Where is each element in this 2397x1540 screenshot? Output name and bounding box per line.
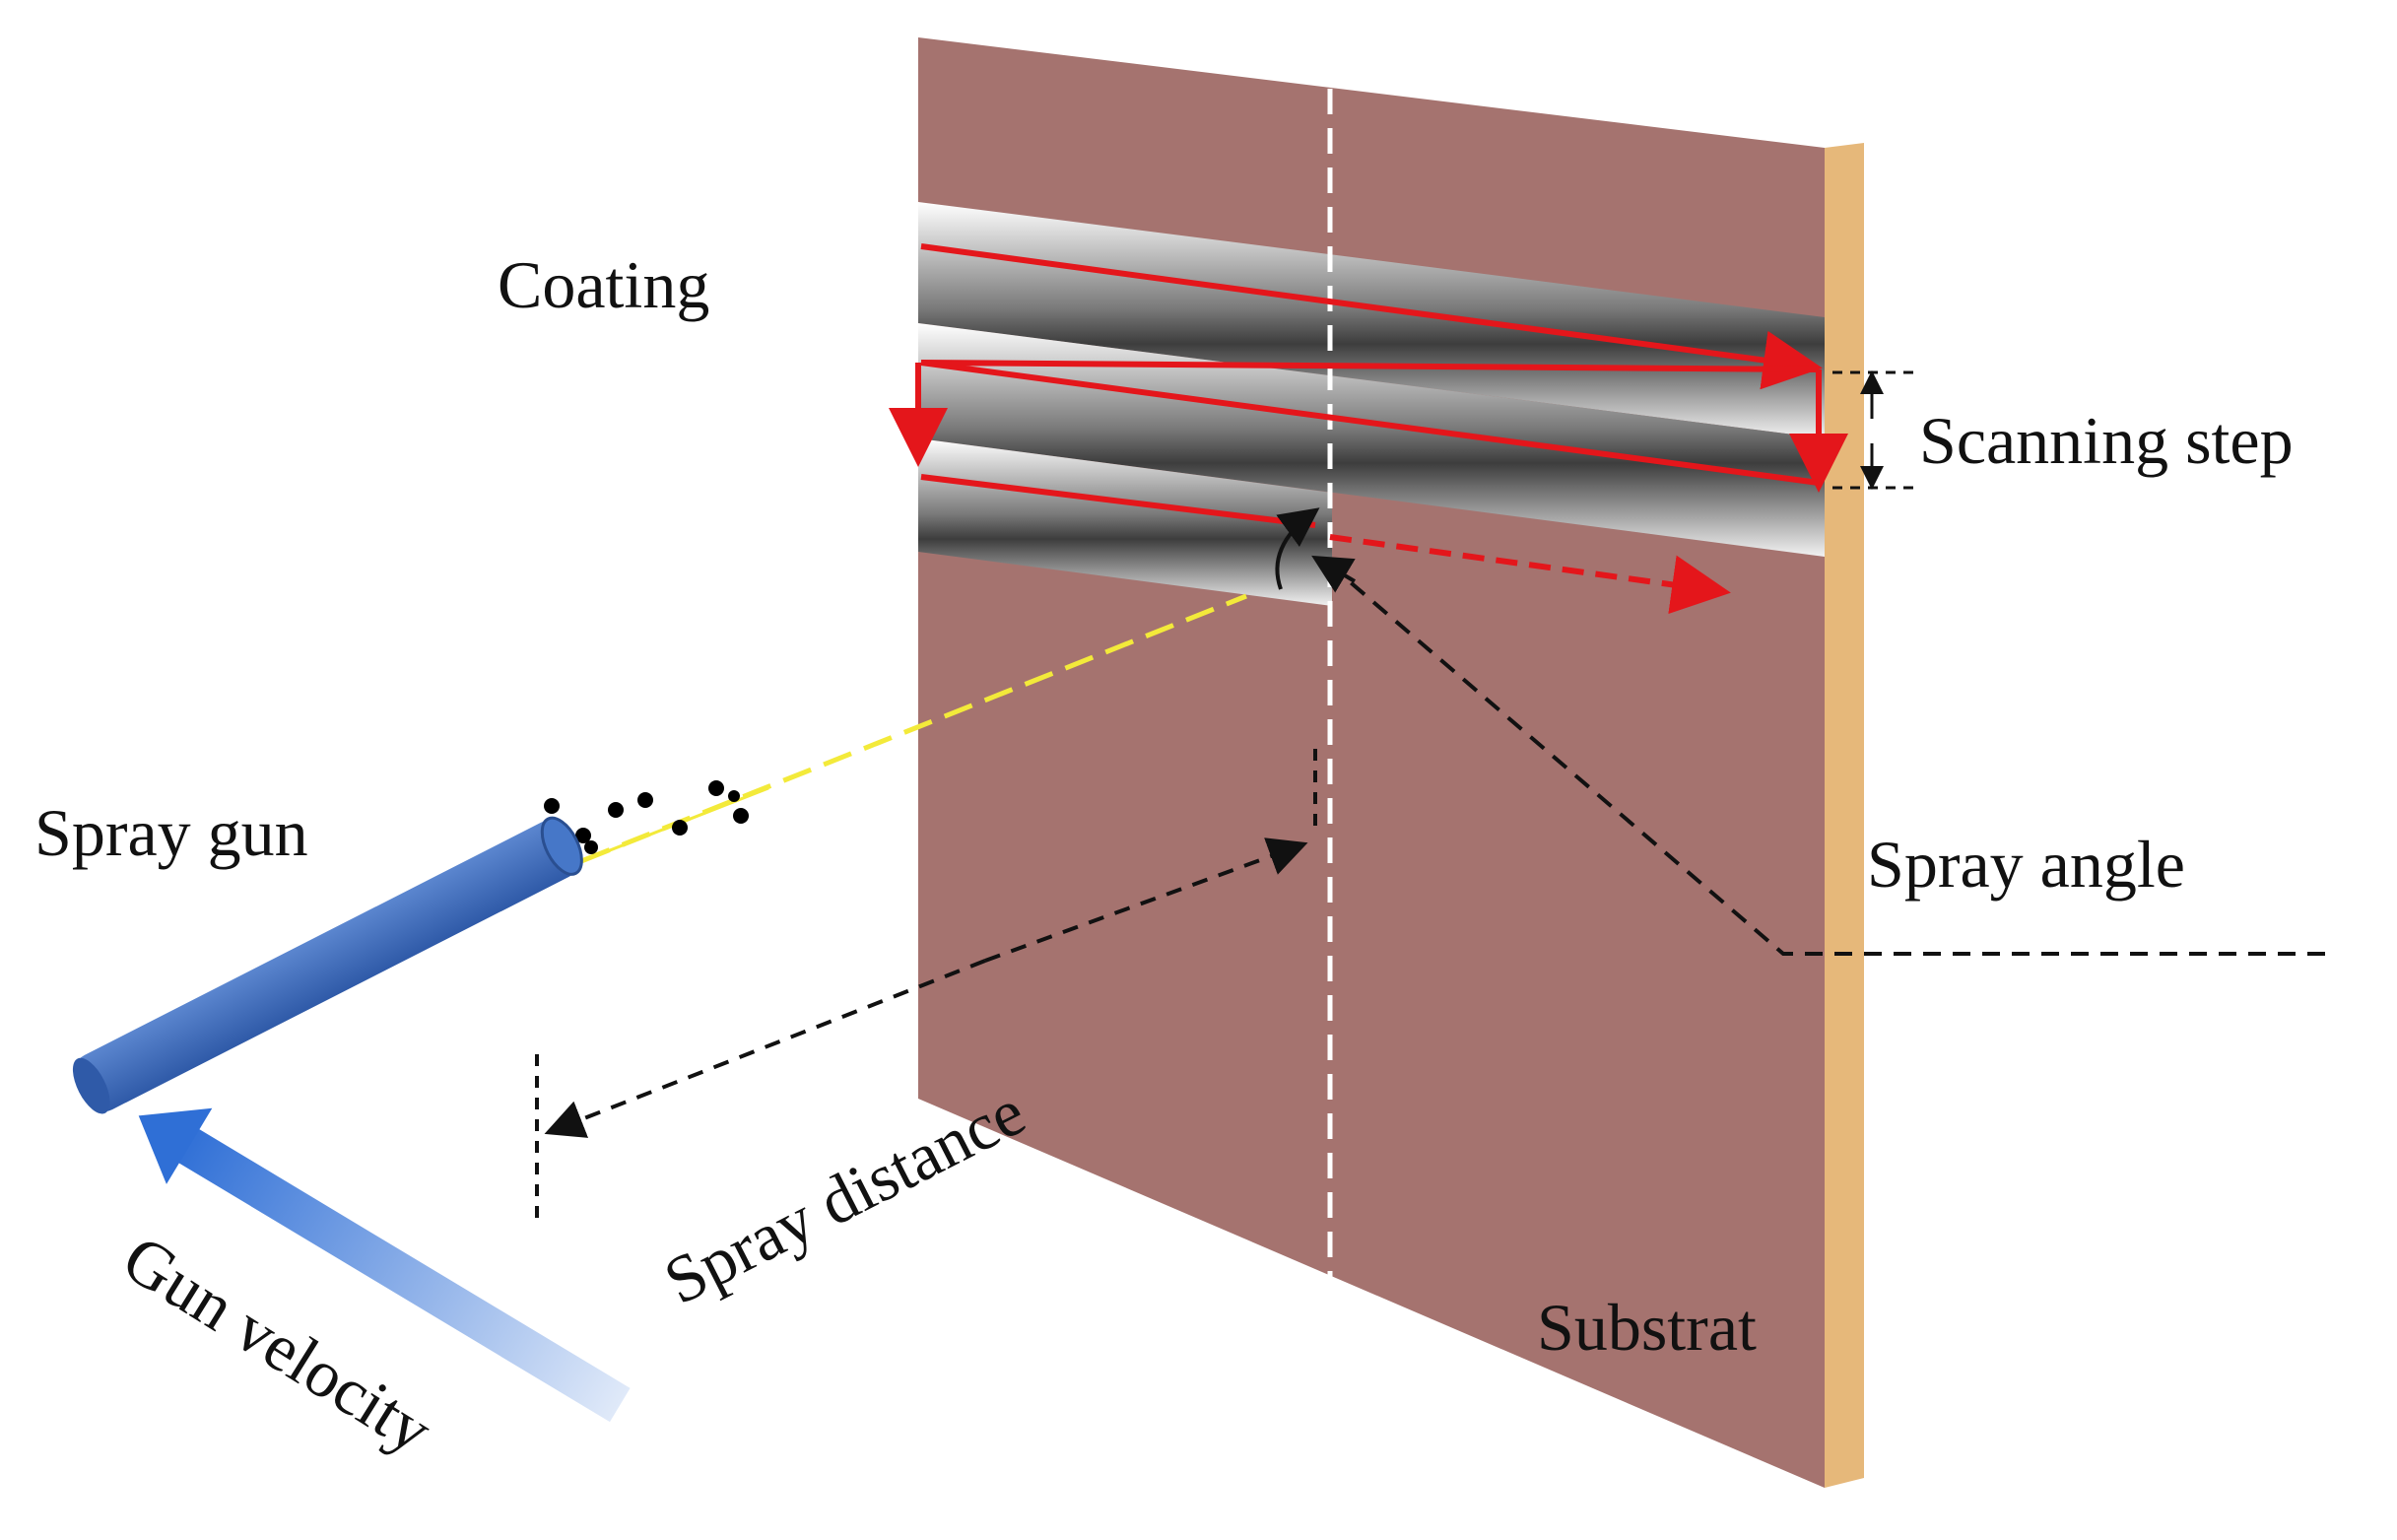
scan-pass-2 bbox=[920, 360, 1820, 486]
scanning-step-label: Scanning step bbox=[1919, 403, 2294, 478]
spray-gun-body bbox=[73, 820, 580, 1112]
spray-gun-nozzle bbox=[540, 816, 583, 876]
coating-band-1 bbox=[918, 202, 1825, 438]
spray-distance-indicator bbox=[535, 749, 1317, 1222]
substrate-label: Substrat bbox=[1537, 1290, 1757, 1365]
substrate-edge bbox=[1825, 143, 1864, 1488]
spray-angle-label: Spray angle bbox=[1867, 827, 2185, 902]
coating-label: Coating bbox=[498, 247, 709, 322]
scan-pass-3 bbox=[920, 474, 1316, 528]
spray-gun bbox=[72, 816, 583, 1114]
scan-pass-2-top bbox=[920, 360, 1820, 372]
coating-bands bbox=[918, 202, 1825, 606]
gun-velocity-arrow bbox=[138, 1107, 631, 1423]
coating-band-2 bbox=[918, 323, 1825, 557]
scan-pass-1 bbox=[920, 243, 1823, 390]
scan-path bbox=[889, 243, 1848, 615]
scanning-step-dimension bbox=[1832, 370, 1916, 490]
spray-angle-indicator bbox=[1275, 507, 2325, 956]
coating-band-3 bbox=[918, 438, 1332, 606]
spray-distance-label: Spray distance bbox=[652, 1074, 1036, 1319]
spray-gun-label: Spray gun bbox=[34, 795, 308, 870]
